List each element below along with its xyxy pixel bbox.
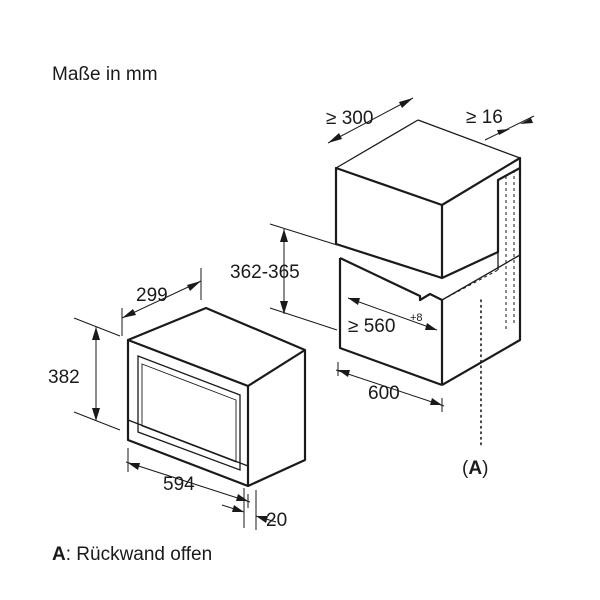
svg-text:≥ 300: ≥ 300 (326, 108, 373, 129)
dimension-device-width: 594 (125, 448, 251, 508)
dimension-niche-depth: ≥ 300 (326, 97, 414, 144)
dimension-front-offset: 20 (221, 488, 287, 531)
svg-text:594: 594 (163, 474, 195, 495)
niche-opening-frame (338, 258, 443, 387)
door-window (137, 355, 241, 471)
dimension-cabinet-width: 600 (335, 362, 445, 412)
svg-text:+8: +8 (410, 312, 423, 324)
cabinet-niche (334, 119, 522, 387)
cabinet-upper-front (334, 166, 444, 280)
units-title: Maße in mm (52, 64, 158, 85)
svg-text:362-365: 362-365 (230, 262, 300, 283)
dimension-niche-width: ≥ 560 +8 (347, 297, 438, 337)
legend: A: Rückwand offen (52, 544, 212, 565)
svg-text:382: 382 (48, 367, 80, 388)
microwave-device (126, 306, 307, 488)
svg-text:600: 600 (368, 383, 400, 404)
dimension-device-height: 382 (48, 317, 121, 431)
dimension-opening-height: 362-365 (230, 223, 338, 331)
dimension-device-depth: 299 (121, 268, 202, 336)
dimension-niche-gap: ≥ 16 (466, 107, 535, 141)
svg-text:≥ 560: ≥ 560 (348, 316, 395, 337)
svg-text:20: 20 (266, 510, 287, 531)
svg-text:≥ 16: ≥ 16 (466, 107, 503, 128)
rear-opening-marker: (A) (462, 458, 488, 479)
svg-text:299: 299 (136, 285, 168, 306)
